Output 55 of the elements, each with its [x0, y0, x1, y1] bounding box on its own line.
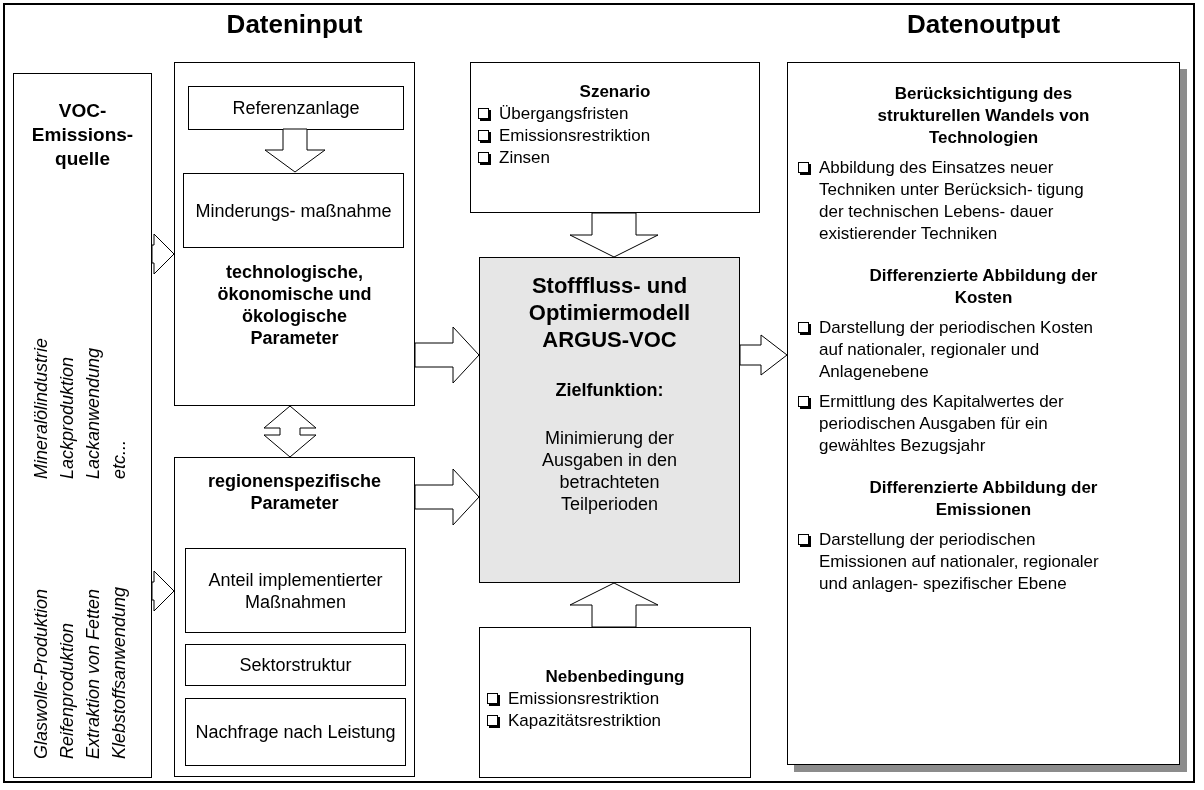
list-item: Ermittlung des Kapitalwertes der periodischen Ausgaben für ein gewähltes Bezugsjahr	[819, 391, 1065, 457]
source-item: Klebstoffsanwendung	[108, 585, 130, 759]
block-arrow	[739, 334, 788, 376]
box-label: Referenzanlage	[232, 97, 360, 119]
section-heading: Differenzierte Abbildung der Kosten	[868, 265, 1099, 309]
block-arrow	[151, 570, 175, 612]
section-heading: Berücksichtigung des strukturellen Wandels von Technologien	[876, 83, 1091, 149]
list-item: Übergangsfristen	[499, 103, 629, 125]
input-group-box	[174, 62, 415, 406]
block-arrow	[414, 468, 480, 526]
process-box	[479, 627, 751, 778]
list-item: Abbildung des Einsatzes neuer Techniken unter Berücksich- tigung der technischen Lebens- dauer existierender Techniken	[819, 157, 1085, 245]
source-item: Lackproduktion	[56, 355, 78, 479]
source-heading: VOC- Emissions- quelle	[30, 99, 135, 171]
section-heading: Nebenbedingung	[544, 666, 686, 688]
process-box	[470, 62, 760, 213]
objective-text: Minimierung der Ausgaben in den betrachteten Teilperioden	[540, 427, 679, 515]
source-panel	[13, 73, 152, 778]
list-item: Emissionsrestriktion	[499, 125, 651, 147]
input-group-box	[174, 457, 415, 777]
column-title: Dateninput	[226, 8, 363, 40]
list-item: Kapazitätsrestriktion	[508, 710, 662, 732]
model-title: Stofffluss- und Optimiermodell ARGUS-VOC	[527, 272, 692, 353]
process-box	[183, 173, 404, 248]
model-box	[479, 257, 740, 583]
objective-heading: Zielfunktion:	[555, 379, 664, 401]
column-title: Datenoutput	[906, 8, 1061, 40]
group-heading: technologische, ökonomische und ökologische Parameter	[216, 261, 373, 349]
list-item: Darstellung der periodischen Emissionen auf nationaler, regionaler und anlagen- spezifischer Ebene	[819, 529, 1100, 595]
source-item: Reifenproduktion	[56, 621, 78, 759]
box-label: Anteil implementierter Maßnahmen	[207, 568, 384, 613]
process-box	[188, 86, 404, 130]
source-item: Extraktion von Fetten	[82, 587, 104, 759]
group-heading: regionenspezifische Parameter	[207, 470, 382, 514]
box-label: Sektorstruktur	[239, 654, 352, 676]
process-box	[185, 644, 406, 686]
section-heading: Differenzierte Abbildung der Emissionen	[868, 477, 1099, 521]
source-item: Glaswolle-Produktion	[30, 587, 52, 759]
process-box	[185, 698, 406, 766]
block-arrow	[414, 326, 480, 384]
box-label: Nachfrage nach Leistung	[195, 721, 396, 743]
section-heading: Szenario	[578, 81, 652, 103]
block-arrow	[569, 582, 659, 628]
list-item: Zinsen	[499, 147, 551, 169]
source-item: Mineralölindustrie	[30, 336, 52, 479]
process-box	[185, 548, 406, 633]
block-arrow	[263, 405, 317, 458]
source-item: Lackanwendung	[82, 346, 104, 479]
block-arrow	[569, 212, 659, 258]
block-arrow	[151, 233, 175, 275]
list-item: Darstellung der periodischen Kosten auf nationaler, regionaler und Anlagenebene	[819, 317, 1095, 383]
list-item: Emissionsrestriktion	[508, 688, 660, 710]
source-item: etc...	[108, 439, 130, 479]
box-label: Minderungs- maßnahme	[195, 199, 392, 222]
block-arrow	[264, 128, 326, 173]
